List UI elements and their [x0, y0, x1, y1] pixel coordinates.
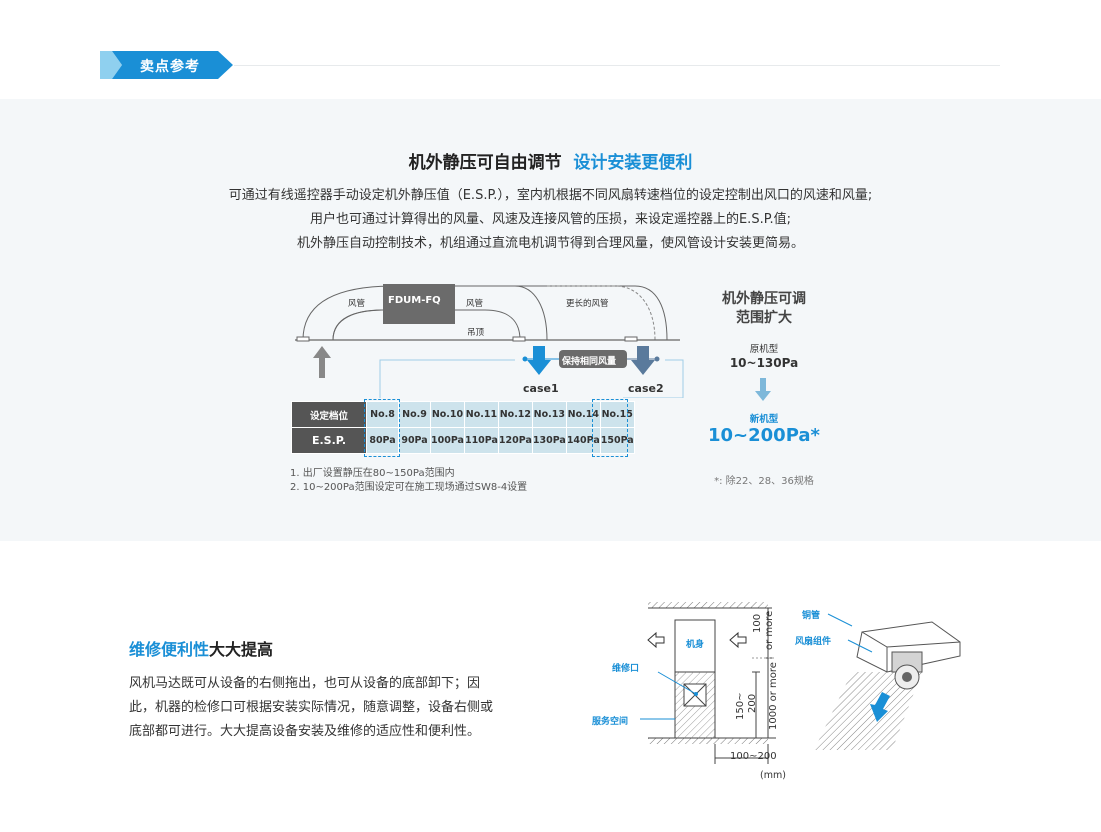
table-cell: 100Pa — [430, 427, 465, 454]
section1-paragraph-line-3: 机外静压自动控制技术，机组通过直流电机调节得到合理风量，使风管设计安装更简易。 — [296, 236, 804, 251]
down-arrow-icon — [755, 378, 771, 401]
service-space-label: 服务空间 — [592, 717, 629, 727]
old-model-label: 原机型 — [749, 344, 779, 355]
section-tag-label: 卖点参考 — [140, 59, 200, 75]
table-row-header: 设定档位 — [291, 401, 367, 428]
table-cell: 140Pa — [565, 427, 601, 454]
table-cell: 90Pa — [398, 427, 431, 454]
table-cell: 110Pa — [463, 427, 499, 454]
unit-mm-label: (mm) — [760, 770, 786, 781]
dim-bottom-label: 100~200 — [730, 751, 777, 762]
table-cell: No.15 — [599, 401, 635, 428]
dim-100-label: 100 — [752, 613, 763, 633]
table-notes: 1. 出厂设置静压在80~150Pa范围内 2. 10~200Pa范围设定可在施… — [290, 467, 527, 495]
table-cell: No.9 — [398, 401, 431, 428]
dim-150-label: 150~ — [735, 692, 746, 720]
longer-duct-label: 更长的风管 — [566, 299, 609, 309]
section2-title: 维修便利性大大提高 — [129, 636, 273, 660]
section2-line-2: 此，机器的检修口可根据安装实际情况，随意调整，设备右侧或 — [129, 700, 494, 715]
new-model-range: 10~200Pa* — [708, 425, 820, 446]
section1-paragraph-line-2: 用户也可通过计算得出的风量、风速及连接风管的压损，来设定遥控器上的E.S.P.值… — [309, 212, 792, 227]
table-cell: 130Pa — [531, 427, 567, 454]
esp-table: 设定档位 No.8 No.9 No.10 No.11 No.12 No.13 N… — [291, 401, 635, 454]
range-panel-title: 机外静压可调 范围扩大 — [700, 290, 828, 328]
dim-1000-label: 1000 or more — [768, 662, 779, 730]
dim-or-more-label: or more — [764, 610, 775, 650]
copper-pipe-label: 铜管 — [802, 611, 821, 621]
dim-200-label: 200 — [747, 693, 758, 713]
table-cell: 120Pa — [497, 427, 533, 454]
same-airflow-label: 保持相同风量 — [562, 357, 617, 367]
table-cell: No.11 — [463, 401, 499, 428]
note-2: 2. 10~200Pa范围设定可在施工现场通过SW8-4设置 — [290, 482, 528, 493]
range-footnote: *: 除22、28、36规格 — [714, 476, 814, 487]
table-row: 设定档位 No.8 No.9 No.10 No.11 No.12 No.13 N… — [291, 401, 635, 428]
range-title-line-1: 机外静压可调 — [722, 291, 806, 307]
header-divider — [234, 65, 1000, 66]
note-1: 1. 出厂设置静压在80~150Pa范围内 — [290, 468, 455, 479]
section2-title-main: 大大提高 — [209, 640, 274, 659]
unit-body-label: 机身 — [686, 640, 705, 650]
section2-paragraph: 风机马达既可从设备的右侧拖出，也可从设备的底部卸下；因 此，机器的检修口可根据安… — [129, 672, 529, 744]
service-space-diagram — [640, 602, 776, 764]
duct-diagram — [295, 284, 684, 398]
fan-assembly-label: 风扇组件 — [795, 637, 832, 647]
duct-label-left: 风管 — [348, 299, 366, 309]
highlight-max-column — [592, 399, 628, 457]
range-title-line-2: 范围扩大 — [736, 310, 792, 326]
highlight-min-column — [364, 399, 400, 457]
old-model-range: 10~130Pa — [729, 356, 799, 370]
table-row-header: E.S.P. — [291, 427, 367, 454]
table-cell: No.12 — [497, 401, 533, 428]
section2-title-highlight: 维修便利性 — [129, 640, 210, 659]
section1-title: 机外静压可自由调节 设计安装更便利 — [0, 148, 1101, 173]
fan-removal-diagram — [814, 613, 961, 750]
ceiling-label: 吊顶 — [467, 328, 485, 338]
feature-band — [0, 99, 1101, 541]
table-cell: No.14 — [565, 401, 601, 428]
section1-title-highlight: 设计安装更便利 — [573, 153, 693, 173]
service-port-label: 维修口 — [612, 664, 640, 674]
section1-paragraph-line-1: 可通过有线遥控器手动设定机外静压值（E.S.P.），室内机根据不同风扇转速档位的… — [228, 188, 873, 203]
case2-label: case2 — [628, 382, 664, 395]
section2-line-1: 风机马达既可从设备的右侧拖出，也可从设备的底部卸下；因 — [129, 676, 481, 691]
case1-label: case1 — [523, 382, 559, 395]
section-tag-badge — [100, 51, 233, 79]
new-model-label: 新机型 — [749, 414, 779, 425]
unit-model-label: FDUM-FQ — [388, 295, 441, 306]
table-cell: No.13 — [531, 401, 567, 428]
table-row: E.S.P. 80Pa 90Pa 100Pa 110Pa 120Pa 130Pa… — [291, 427, 635, 454]
table-cell: No.10 — [430, 401, 465, 428]
section2-line-3: 底部都可进行。大大提高设备安装及维修的适应性和便利性。 — [129, 724, 481, 739]
duct-label-right: 风管 — [466, 299, 484, 309]
table-cell: 80Pa — [366, 427, 399, 454]
section1-title-main: 机外静压可自由调节 — [408, 153, 562, 173]
table-cell: 150Pa — [599, 427, 635, 454]
